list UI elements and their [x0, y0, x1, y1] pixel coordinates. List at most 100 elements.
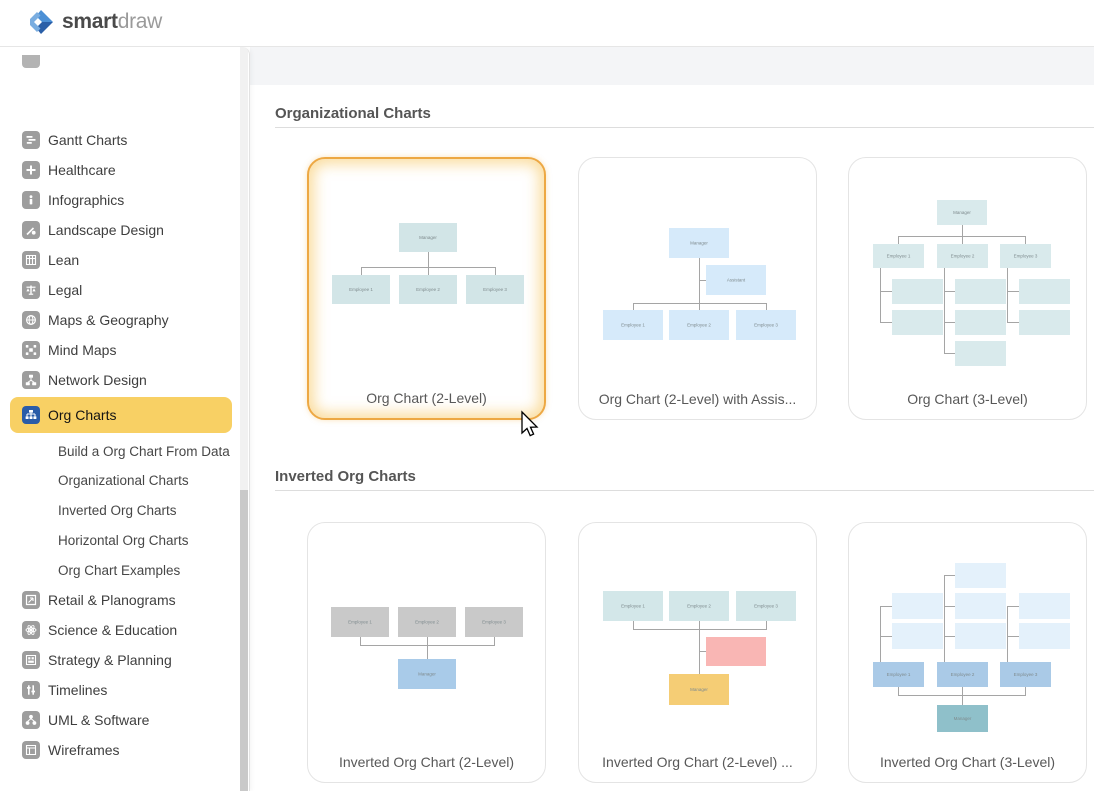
thumbnail-connector-line [880, 606, 881, 662]
thumbnail-connector-line [962, 225, 963, 236]
thumbnail-node-label: Employee 2 [687, 322, 711, 328]
thumbnail-connector-line [427, 645, 428, 659]
thumbnail-node-label: Employee 3 [1013, 672, 1038, 677]
template-thumbnail: Employee 1 Employee 2 Employee 3 Manager [849, 523, 1086, 782]
sidebar-item-label: Healthcare [48, 162, 116, 178]
healthcare-icon [22, 161, 40, 179]
sidebar-item-org-chart-examples[interactable]: Org Chart Examples [10, 555, 249, 585]
sidebar-item-label: Build a Org Chart From Data [58, 443, 230, 459]
thumbnail-connector-line [1025, 236, 1026, 244]
sidebar-item-timelines[interactable]: Timelines [10, 675, 232, 705]
sidebar-item-label: Maps & Geography [48, 312, 169, 328]
thumbnail-connector-line [880, 322, 892, 323]
thumbnail-node-box: Employee 1 [873, 662, 924, 687]
sidebar-item-build-a-org-chart-from-data[interactable]: Build a Org Chart From Data [10, 436, 249, 466]
top-header: smartdraw [0, 0, 1094, 47]
sidebar-item-gantt-charts[interactable]: Gantt Charts [10, 125, 232, 155]
thumbnail-connector-line [944, 291, 955, 292]
sidebar-item-wireframes[interactable]: Wireframes [10, 735, 232, 765]
template-card-caption: Org Chart (2-Level) with Assis... [598, 391, 797, 407]
sidebar-item-healthcare[interactable]: Healthcare [10, 155, 232, 185]
sidebar-item-label: Horizontal Org Charts [58, 532, 189, 548]
thumbnail-connector-line [1007, 268, 1008, 323]
sidebar-item-lean[interactable]: Lean [10, 245, 232, 275]
sidebar-item-mind-maps[interactable]: Mind Maps [10, 335, 232, 365]
sidebar-item-organizational-charts[interactable]: Organizational Charts [10, 465, 249, 495]
sidebar-item-retail-planograms[interactable]: Retail & Planograms [10, 585, 232, 615]
thumbnail-node-label: Employee 2 [950, 253, 975, 259]
wireframes-icon [22, 741, 40, 759]
legal-icon [22, 281, 40, 299]
thumbnail-node-box [892, 593, 943, 619]
thumbnail-node-box [1019, 593, 1070, 619]
sidebar-item-label: Org Chart Examples [58, 562, 181, 578]
thumbnail-node-box: Employee 1 [603, 591, 663, 621]
sidebar-scrollbar-track[interactable] [240, 47, 248, 791]
sidebar-item-strategy-planning[interactable]: Strategy & Planning [10, 645, 232, 675]
thumbnail-connector-line [962, 687, 963, 695]
section-title: Inverted Org Charts [275, 468, 416, 485]
thumbnail-node-box [1019, 623, 1070, 649]
thumbnail-connector-line [699, 621, 700, 629]
thumbnail-connector-line [1025, 687, 1026, 695]
sidebar-item-science-education[interactable]: Science & Education [10, 615, 232, 645]
thumbnail-connector-line [944, 606, 955, 607]
sidebar-item-network-design[interactable]: Network Design [10, 365, 232, 395]
template-card-caption: Inverted Org Chart (3-Level) [879, 754, 1056, 770]
sidebar-item-label: Org Charts [48, 407, 117, 423]
thumbnail-node-label: Employee 1 [886, 672, 911, 677]
template-card-caption: Org Chart (3-Level) [907, 391, 1028, 407]
thumbnail-node-box: Employee 3 [736, 310, 796, 340]
sidebar-item-maps-geography[interactable]: Maps & Geography [10, 305, 232, 335]
thumbnail-node-label: Manager [418, 671, 436, 677]
sidebar-item-label: Organizational Charts [58, 472, 189, 488]
sidebar-item-uml-software[interactable]: UML & Software [10, 705, 232, 735]
thumbnail-node-box: Employee 1 [331, 607, 389, 637]
retail-planograms-icon [22, 591, 40, 609]
thumbnail-node-label: Employee 3 [483, 287, 507, 292]
thumbnail-node-label: Manager [690, 687, 708, 692]
sidebar-item-horizontal-org-charts[interactable]: Horizontal Org Charts [10, 525, 249, 555]
sidebar-item-inverted-org-charts[interactable]: Inverted Org Charts [10, 495, 249, 525]
thumbnail-node-box [892, 623, 943, 649]
thumbnail-connector-line [944, 575, 945, 662]
infographics-icon [22, 191, 40, 209]
sidebar-scrollbar-thumb[interactable] [240, 490, 248, 791]
content-top-band [250, 47, 1094, 85]
thumbnail-connector-line [699, 651, 706, 652]
sidebar-item-label: Mind Maps [48, 342, 117, 358]
thumbnail-node-label: Manager [953, 716, 972, 721]
thumbnail-node-box [892, 279, 943, 304]
thumbnail-node-box: Manager [398, 659, 456, 689]
uml-software-icon [22, 711, 40, 729]
sidebar-item-infographics[interactable]: Infographics [10, 185, 232, 215]
logo-text-bold: smart [62, 10, 118, 33]
thumbnail-node-box: Employee 2 [937, 662, 988, 687]
thumbnail-connector-line [427, 637, 428, 645]
section-divider [275, 490, 1094, 491]
sidebar-item-legal[interactable]: Legal [10, 275, 232, 305]
thumbnail-connector-line [1007, 322, 1019, 323]
thumbnail-connector-line [880, 291, 892, 292]
sidebar-item-label: Legal [48, 282, 83, 298]
thumbnail-node-box [706, 637, 766, 666]
sidebar-item-org-charts[interactable]: Org Charts [10, 397, 232, 433]
sidebar-item-landscape-design[interactable]: Landscape Design [10, 215, 232, 245]
smartdraw-logo[interactable]: smartdraw [28, 9, 162, 35]
thumbnail-connector-line [962, 236, 963, 244]
thumbnail-node-box: Manager [669, 228, 729, 258]
sidebar-item-label: Infographics [48, 192, 125, 208]
thumbnail-connector-line [495, 267, 496, 275]
thumbnail-node-box [955, 623, 1006, 649]
thumbnail-connector-line [1007, 636, 1019, 637]
thumbnail-connector-line [766, 303, 767, 310]
thumbnail-connector-line [880, 636, 892, 637]
thumbnail-connector-line [944, 353, 955, 354]
thumbnail-node-box [1019, 279, 1070, 304]
